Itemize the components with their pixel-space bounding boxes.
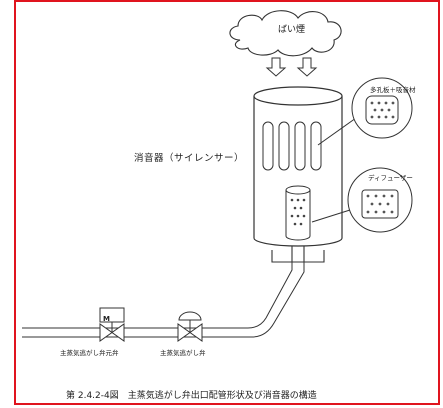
diffuser-callout — [311, 167, 413, 233]
diffuser-tube — [285, 185, 311, 241]
motor-label: M — [103, 315, 110, 323]
porous-plate-callout — [317, 77, 413, 146]
porous-plate-label: 多孔板＋吸音材 — [370, 86, 416, 94]
valve-left-label: 主蒸気逃がし弁元弁 — [60, 349, 119, 357]
diffuser-label: ディフューザー — [368, 174, 413, 182]
smoke-label: ばい煙 — [278, 25, 306, 35]
motor-operated-valve — [99, 307, 125, 342]
smoke-arrows — [265, 57, 318, 77]
smoke-cloud — [229, 10, 342, 57]
valve-right-label: 主蒸気逃がし弁 — [160, 349, 206, 357]
relief-valve — [177, 311, 203, 342]
silencer-label: 消音器（サイレンサー） — [134, 153, 245, 164]
silencer-base — [271, 246, 325, 263]
figure-caption: 第 2.4.2-4図 主蒸気逃がし弁出口配管形状及び消音器の構造 — [66, 391, 317, 401]
perforated-tubes — [262, 121, 322, 171]
steam-piping — [22, 262, 305, 338]
